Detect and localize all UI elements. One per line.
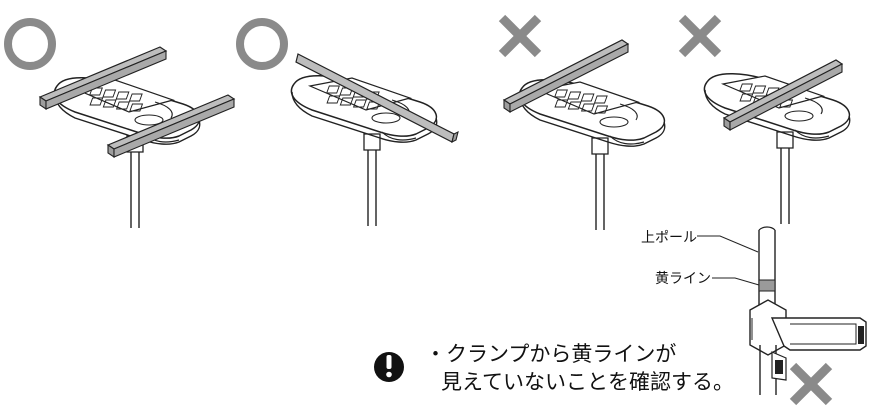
panel-3 — [502, 18, 666, 231]
pole-clamp-detail — [697, 226, 867, 402]
caution-line-2: 見えていないことを確認する。 — [441, 370, 734, 394]
fixture-arm — [770, 317, 867, 351]
solar-light-fixture-2 — [290, 74, 438, 227]
ok-circle-mark-2 — [240, 22, 284, 66]
lumber-bar-2 — [295, 53, 459, 144]
lumber-bar-4 — [722, 59, 844, 132]
ok-circle-mark-1 — [8, 22, 52, 66]
leader-upper-pole — [697, 235, 759, 253]
ng-cross-mark-2 — [682, 18, 718, 54]
label-upper-pole: 上ポール — [641, 230, 697, 246]
panel-2 — [240, 22, 459, 227]
caution-line-1: ・クランプから黄ラインが — [425, 342, 677, 366]
exclamation-icon — [374, 352, 404, 382]
ng-cross-mark-1 — [502, 18, 538, 54]
solar-light-fixture-3 — [518, 78, 666, 231]
leader-yellow-line — [712, 277, 760, 286]
label-yellow-line: 黄ライン — [655, 271, 711, 287]
solar-light-fixture-1 — [53, 76, 201, 229]
panel-1 — [8, 22, 235, 229]
panel-4 — [682, 18, 851, 225]
lumber-bar-3 — [502, 39, 630, 114]
yellow-line-band — [758, 279, 776, 292]
ng-cross-mark-detail — [793, 366, 829, 402]
